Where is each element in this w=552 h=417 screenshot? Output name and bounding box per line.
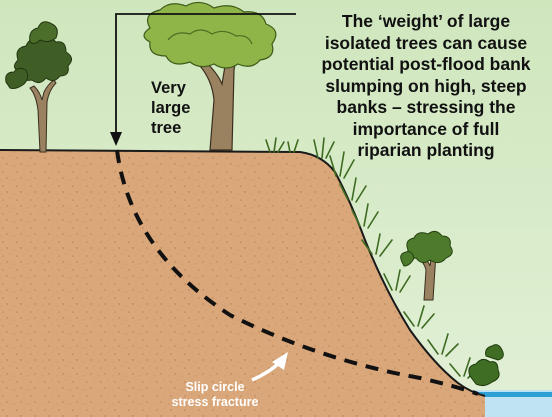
caption-line: riparian planting xyxy=(300,140,552,162)
tree-label-line: Very xyxy=(151,78,211,98)
diagram-caption: The ‘weight’ of large isolated trees can… xyxy=(300,11,552,162)
tree-label-line: tree xyxy=(151,118,211,138)
caption-line: potential post-flood bank xyxy=(300,54,552,76)
caption-line: slumping on high, steep xyxy=(300,76,552,98)
fracture-label-line: stress fracture xyxy=(150,395,280,410)
fracture-label: Slip circle stress fracture xyxy=(150,380,280,410)
fracture-label-line: Slip circle xyxy=(150,380,280,395)
tree-label: Very large tree xyxy=(151,78,211,138)
caption-line: banks – stressing the xyxy=(300,97,552,119)
caption-line: importance of full xyxy=(300,119,552,141)
tree-label-line: large xyxy=(151,98,211,118)
caption-line: isolated trees can cause xyxy=(300,33,552,55)
caption-line: The ‘weight’ of large xyxy=(300,11,552,33)
